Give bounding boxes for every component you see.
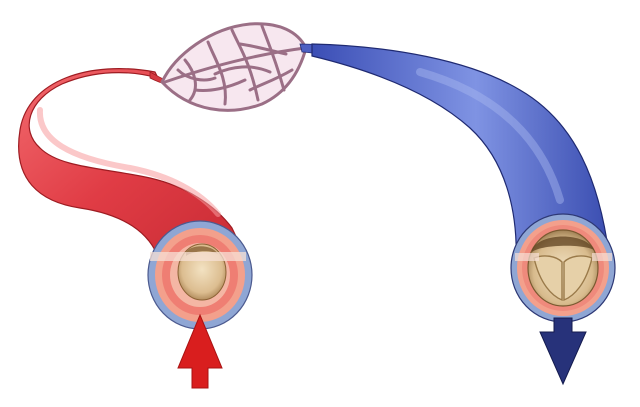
artery-tube bbox=[18, 68, 249, 263]
vein-highlight-band bbox=[515, 253, 539, 261]
vein-flow-arrow-down bbox=[539, 317, 587, 386]
artery-highlight bbox=[36, 107, 221, 217]
artery bbox=[18, 68, 253, 389]
vein-highlight-band-right bbox=[592, 253, 612, 261]
vein-lumen-shadow bbox=[532, 236, 594, 252]
artery-highlight-band bbox=[150, 252, 246, 261]
capillary-network bbox=[163, 24, 307, 106]
artery-lumen-shadow bbox=[186, 246, 218, 256]
vein-highlight bbox=[416, 68, 564, 204]
vein-valve bbox=[533, 255, 593, 302]
vein-cross-section bbox=[510, 213, 616, 323]
vein bbox=[299, 43, 616, 386]
capillary-bed bbox=[160, 22, 308, 112]
artery-flow-arrow-up bbox=[177, 313, 223, 389]
artery-cross-section bbox=[147, 220, 253, 330]
